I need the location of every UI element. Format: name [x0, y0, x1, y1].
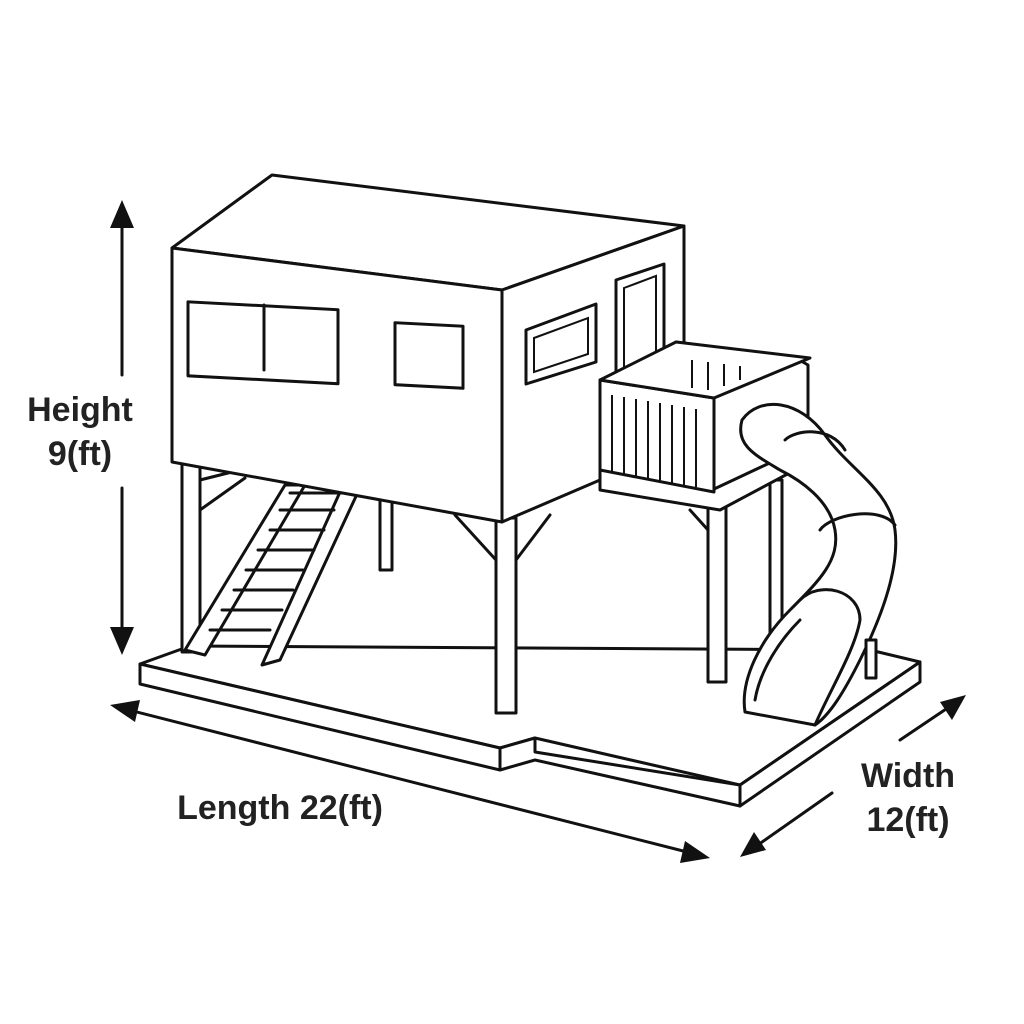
width-label-text: Width — [860, 757, 956, 795]
length-arrow — [110, 700, 710, 863]
height-value: 9(ft) — [47, 435, 113, 474]
stairs — [183, 483, 360, 667]
height-arrow — [110, 200, 134, 655]
width-value: 12(ft) — [866, 801, 950, 840]
height-label: Height 9(ft) — [10, 388, 150, 476]
length-label: Length 22(ft) — [177, 789, 383, 827]
tube-slide — [739, 403, 898, 727]
house — [170, 173, 686, 524]
width-label: Width 12(ft) — [838, 754, 978, 842]
width-arrow — [740, 695, 966, 857]
height-label-text: Height — [27, 391, 133, 429]
